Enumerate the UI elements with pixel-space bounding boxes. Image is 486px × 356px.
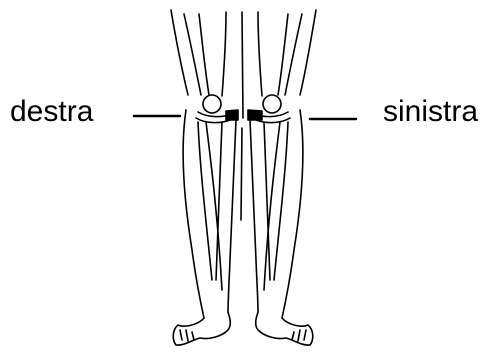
left-leg-label: sinistra [383,97,478,127]
right-leg-outline [171,10,236,345]
left-leg-outline [250,10,316,345]
right-knee-mark [226,110,238,120]
center-line [241,12,243,220]
right-leg-label: destra [10,97,93,127]
left-knee-mark [248,110,262,120]
